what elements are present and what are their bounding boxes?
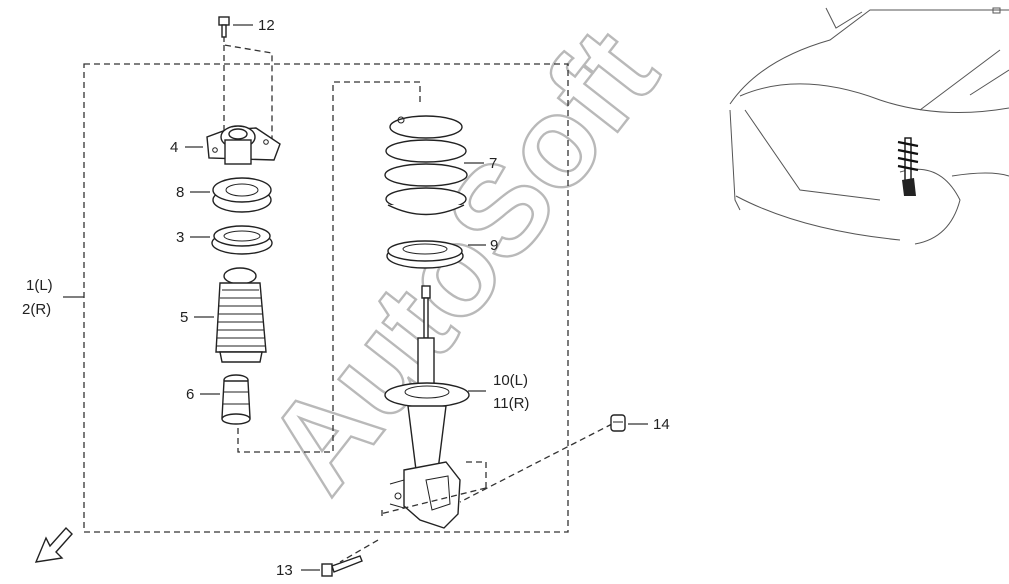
front-direction-arrow-icon — [34, 526, 73, 563]
callout-5: 5 — [180, 309, 188, 326]
callout-1: 1(L) — [26, 277, 53, 294]
callout-9: 9 — [490, 237, 498, 254]
strut-bracket-guide — [466, 461, 487, 488]
callout-8: 8 — [176, 184, 184, 201]
bolt-guide-lines — [223, 36, 273, 140]
part-9-lower-seat — [386, 240, 464, 269]
callout-2: 2(R) — [22, 301, 51, 318]
assembly-frame — [83, 63, 569, 533]
spring-group-outline — [237, 81, 421, 453]
bracket-cross-guide — [379, 487, 487, 515]
callout-6: 6 — [186, 386, 194, 403]
part-7-coil-spring — [384, 115, 468, 216]
part-8-bearing — [212, 177, 272, 213]
part-3-spring-seat — [211, 225, 273, 255]
part-4-strut-mount — [206, 125, 281, 165]
callout-13: 13 — [276, 562, 293, 579]
part-12-bolt — [218, 16, 230, 38]
watermark: AutoSoft — [239, 3, 684, 517]
part-13-bolt — [321, 539, 379, 577]
vehicle-location-icon — [729, 7, 1009, 245]
nut-guide-line — [459, 423, 613, 503]
callout-14: 14 — [653, 416, 670, 433]
callout-11: 11(R) — [493, 395, 529, 412]
callout-10: 10(L) — [493, 372, 528, 389]
callout-4: 4 — [170, 139, 178, 156]
part-5-dust-boot — [215, 267, 267, 363]
callout-3: 3 — [176, 229, 184, 246]
part-6-bump-stop — [221, 374, 251, 425]
part-14-nut — [610, 414, 626, 432]
part-10-11-strut-assembly — [384, 285, 470, 529]
callout-7: 7 — [489, 155, 497, 172]
callout-12: 12 — [258, 17, 275, 34]
